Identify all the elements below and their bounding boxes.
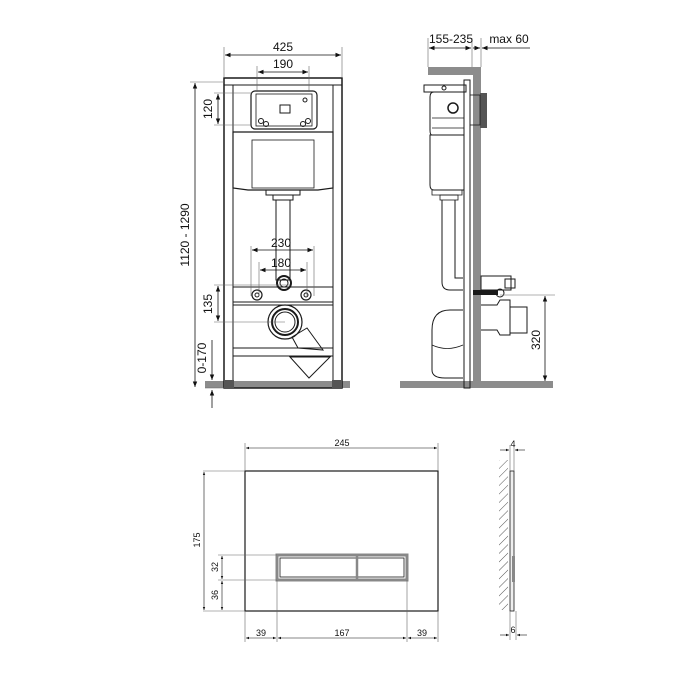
flush-mechanism-opening <box>250 90 318 130</box>
dim-left-margin: 39 <box>256 628 266 638</box>
side-view: 155-235 max 60 320 <box>400 32 555 389</box>
dim-inlet-outer: 230 <box>271 236 291 250</box>
dim-button-offset: 36 <box>210 590 220 600</box>
wall-hatch <box>499 460 508 610</box>
floor <box>205 381 350 388</box>
dim-panel-width: 190 <box>273 57 293 71</box>
dim-plate-height: 175 <box>192 532 202 547</box>
dim-foot-adjust: 0-170 <box>195 342 209 373</box>
side-floor <box>400 381 553 388</box>
dim-panel-height: 120 <box>201 99 215 119</box>
flush-plate-front: 245 175 32 36 39 167 39 <box>192 438 439 642</box>
dim-total-height: 1120 - 1290 <box>178 203 192 266</box>
flush-plate-side: 4 6 <box>499 439 527 640</box>
dim-right-margin: 39 <box>417 628 427 638</box>
dim-thickness-bottom: 6 <box>510 625 515 635</box>
dim-inlet-inner: 180 <box>271 256 291 270</box>
wall <box>473 67 481 383</box>
dim-wall-max: max 60 <box>489 32 529 46</box>
frame-outline <box>223 77 343 389</box>
dim-frame-width: 425 <box>273 40 293 54</box>
flush-buttons <box>275 553 409 582</box>
cistern <box>232 131 334 191</box>
dim-drain-height: 135 <box>201 294 215 314</box>
dim-outlet-height: 320 <box>529 330 543 350</box>
dim-button-width: 167 <box>334 628 349 638</box>
dim-button-height: 32 <box>210 562 220 572</box>
dim-wall-depth: 155-235 <box>429 32 473 46</box>
flush-pipe <box>275 199 291 281</box>
dim-plate-width: 245 <box>334 438 349 448</box>
front-view: 425 190 120 1120 - 1290 230 180 135 <box>178 40 350 408</box>
flush-plate <box>244 470 439 612</box>
dim-thickness-top: 4 <box>510 439 515 449</box>
